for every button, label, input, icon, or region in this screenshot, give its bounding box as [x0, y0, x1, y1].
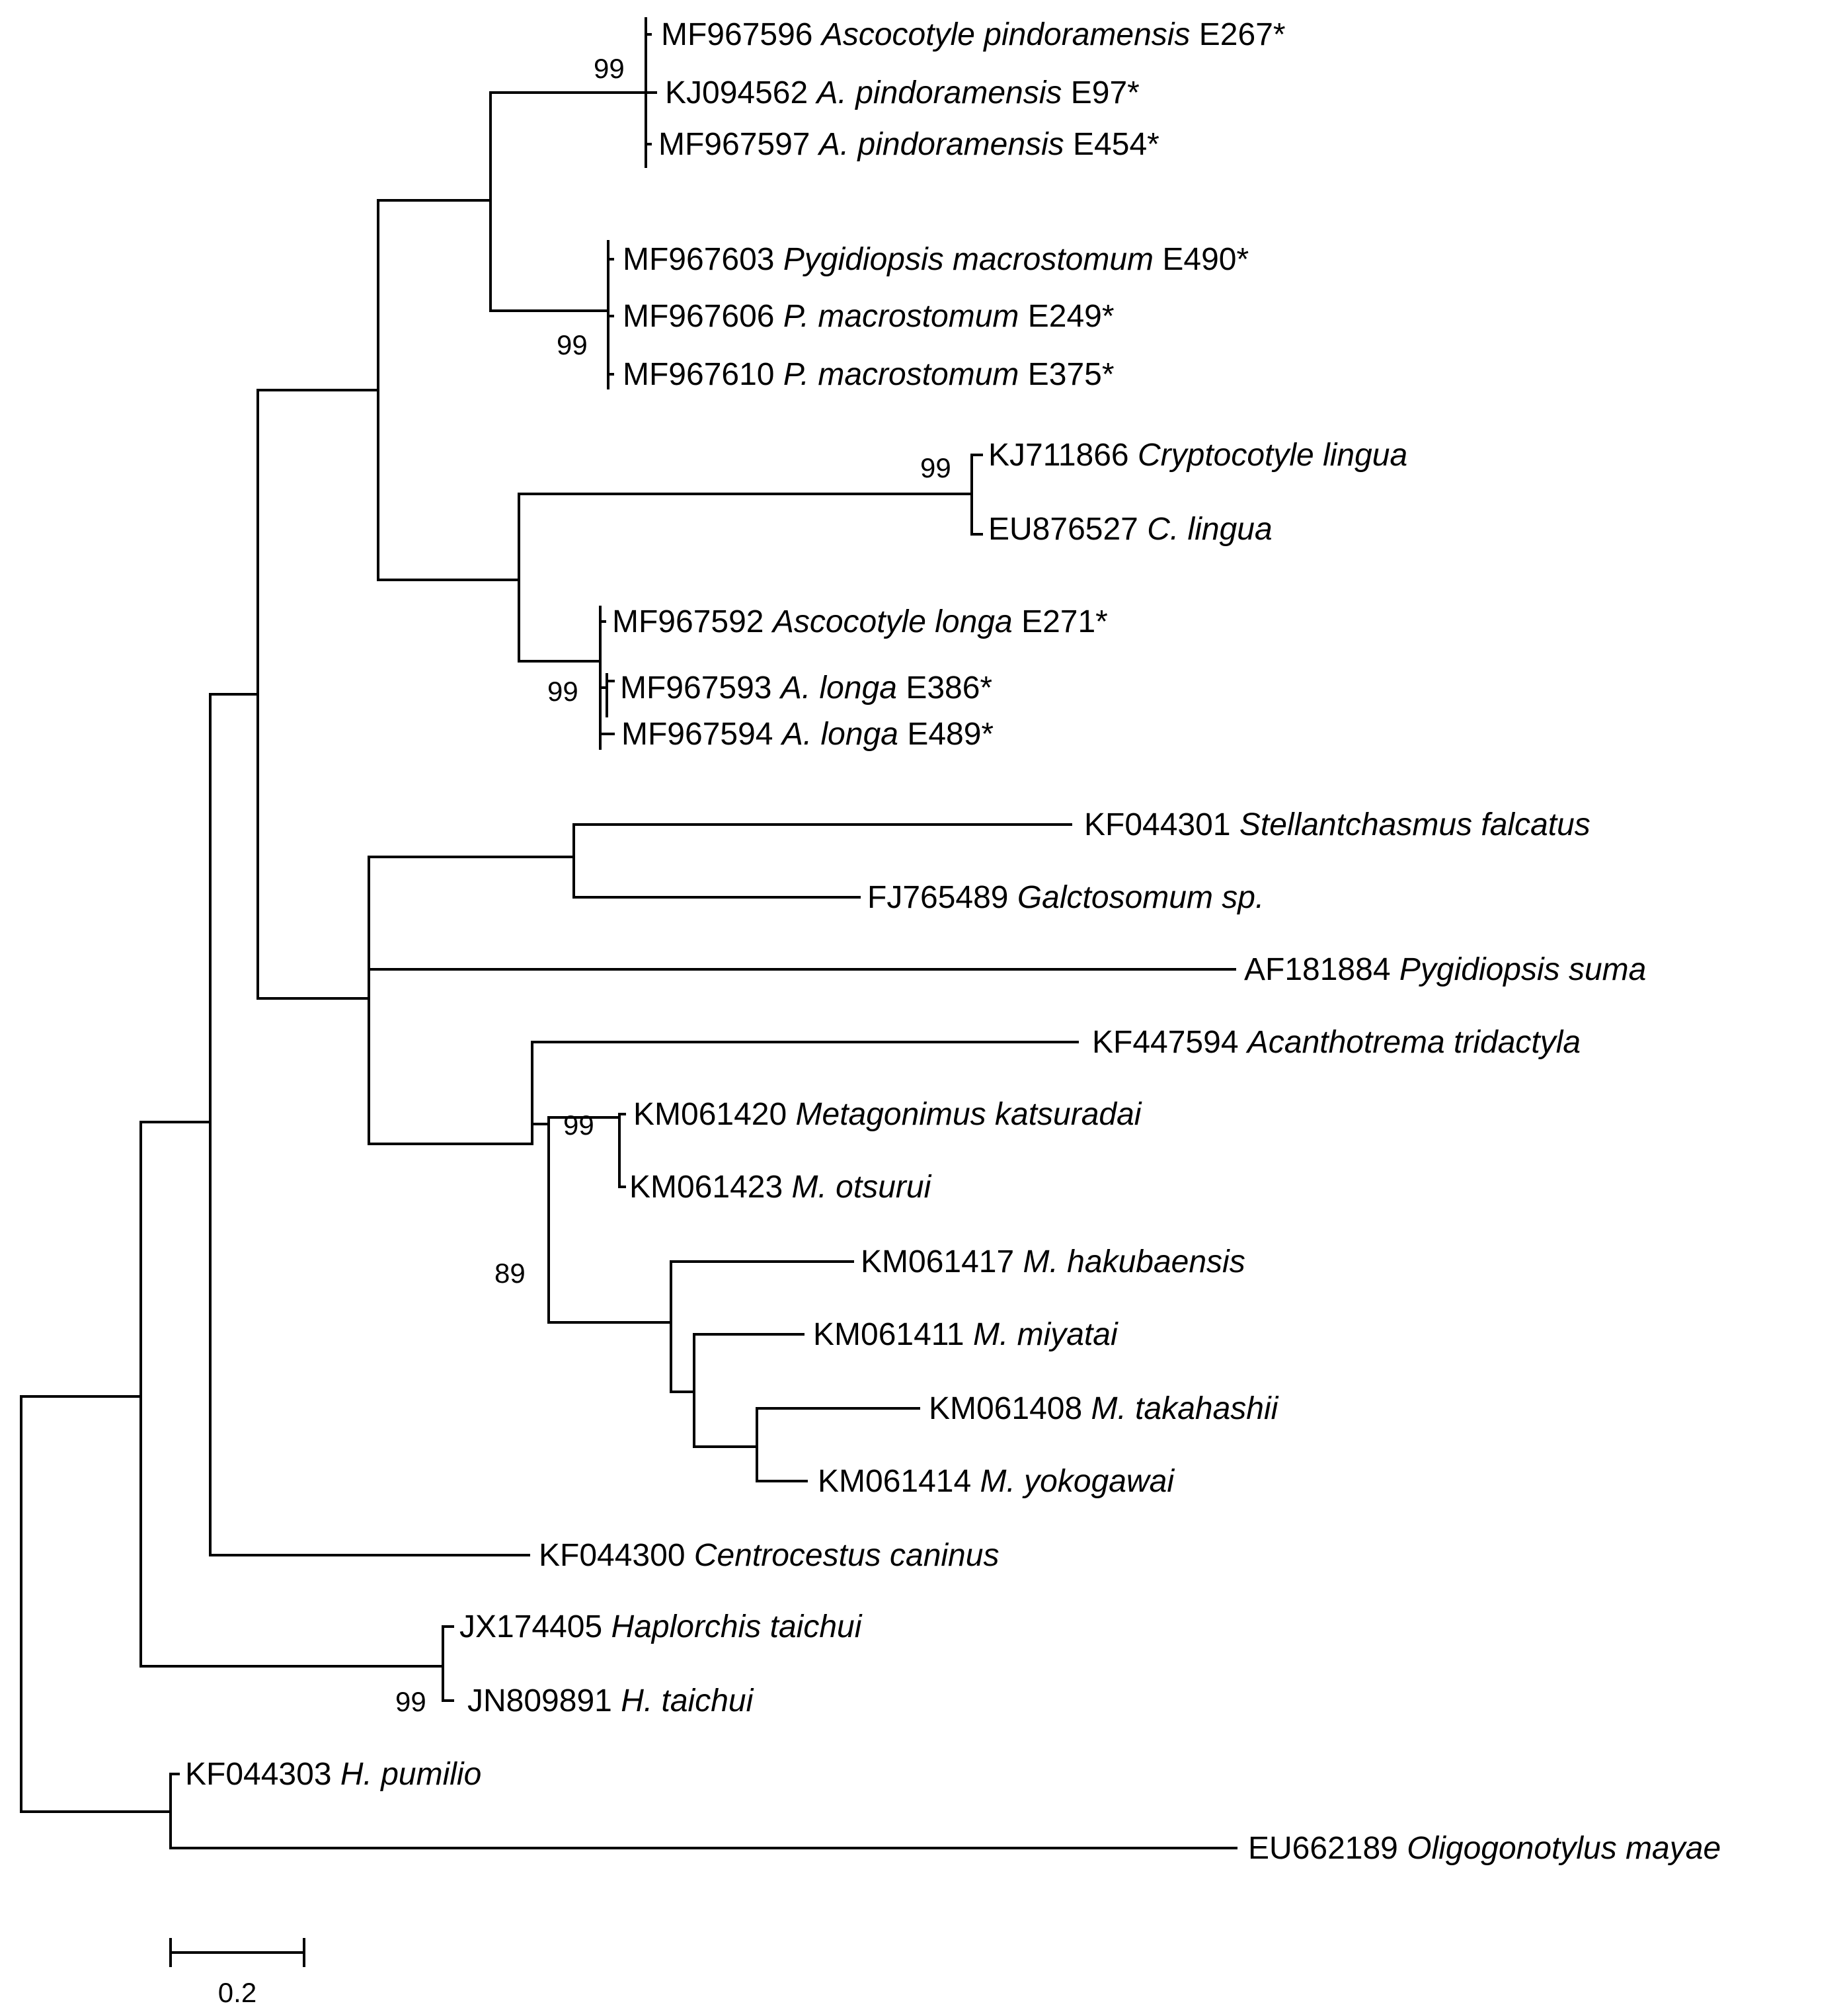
scale-bar-label: 0.2	[218, 1977, 256, 2008]
support-value: 99	[395, 1686, 426, 1717]
scale-bar-line	[169, 1938, 305, 1967]
tip-label-km061420: KM061420 Metagonimus katsuradai	[633, 1097, 1142, 1132]
support-values: 99 99 99 99 99 89 99	[395, 53, 951, 1717]
support-value: 99	[563, 1109, 594, 1141]
tip-label-mf967610: MF967610 P. macrostomum E375*	[623, 357, 1115, 392]
tip-label-mf967603: MF967603 Pygidiopsis macrostomum E490*	[623, 242, 1249, 277]
support-value: 89	[494, 1258, 526, 1289]
tip-label-kf044301: KF044301 Stellantchasmus falcatus	[1084, 807, 1590, 842]
tip-label-eu876527: EU876527 C. lingua	[988, 512, 1273, 547]
support-value: 99	[547, 676, 578, 707]
tip-label-mf967593: MF967593 A. longa E386*	[620, 670, 992, 706]
tip-label-mf967597: MF967597 A. pindoramensis E454*	[658, 127, 1159, 162]
tip-label-km061408: KM061408 M. takahashii	[929, 1391, 1279, 1426]
tip-label-km061417: KM061417 M. hakubaensis	[861, 1244, 1245, 1279]
tip-label-km061411: KM061411 M. miyatai	[813, 1317, 1119, 1352]
tip-label-mf967606: MF967606 P. macrostomum E249*	[623, 299, 1115, 334]
tip-label-fj765489: FJ765489 Galctosomum sp.	[867, 880, 1264, 915]
tip-label-eu662189: EU662189 Oligogonotylus mayae	[1248, 1831, 1721, 1866]
tip-labels: MF967596 Ascocotyle pindoramensis E267* …	[185, 17, 1721, 1866]
tip-label-kj094562: KJ094562 A. pindoramensis E97*	[665, 75, 1140, 110]
tip-label-kj711866: KJ711866 Cryptocotyle lingua	[988, 438, 1407, 473]
tip-label-jn809891: JN809891 H. taichui	[467, 1683, 754, 1718]
support-value: 99	[557, 329, 588, 360]
scale-bar: 0.2	[169, 1938, 305, 2008]
tip-label-km061414: KM061414 M. yokogawai	[818, 1464, 1175, 1499]
tip-label-kf044303: KF044303 H. pumilio	[185, 1757, 481, 1792]
tip-label-mf967596: MF967596 Ascocotyle pindoramensis E267*	[661, 17, 1286, 52]
tip-label-mf967592: MF967592 Ascocotyle longa E271*	[612, 604, 1108, 639]
tip-label-jx174405: JX174405 Haplorchis taichui	[459, 1609, 863, 1644]
tip-label-km061423: KM061423 M. otsurui	[629, 1170, 932, 1205]
support-value: 99	[920, 452, 951, 483]
tip-label-af181884: AF181884 Pygidiopsis suma	[1244, 952, 1646, 987]
support-value: 99	[594, 53, 625, 84]
tree-branches	[20, 17, 1237, 1849]
tip-label-kf044300: KF044300 Centrocestus caninus	[539, 1538, 999, 1573]
tip-label-mf967594: MF967594 A. longa E489*	[621, 717, 994, 752]
tip-label-kf447594: KF447594 Acanthotrema tridactyla	[1092, 1025, 1581, 1060]
